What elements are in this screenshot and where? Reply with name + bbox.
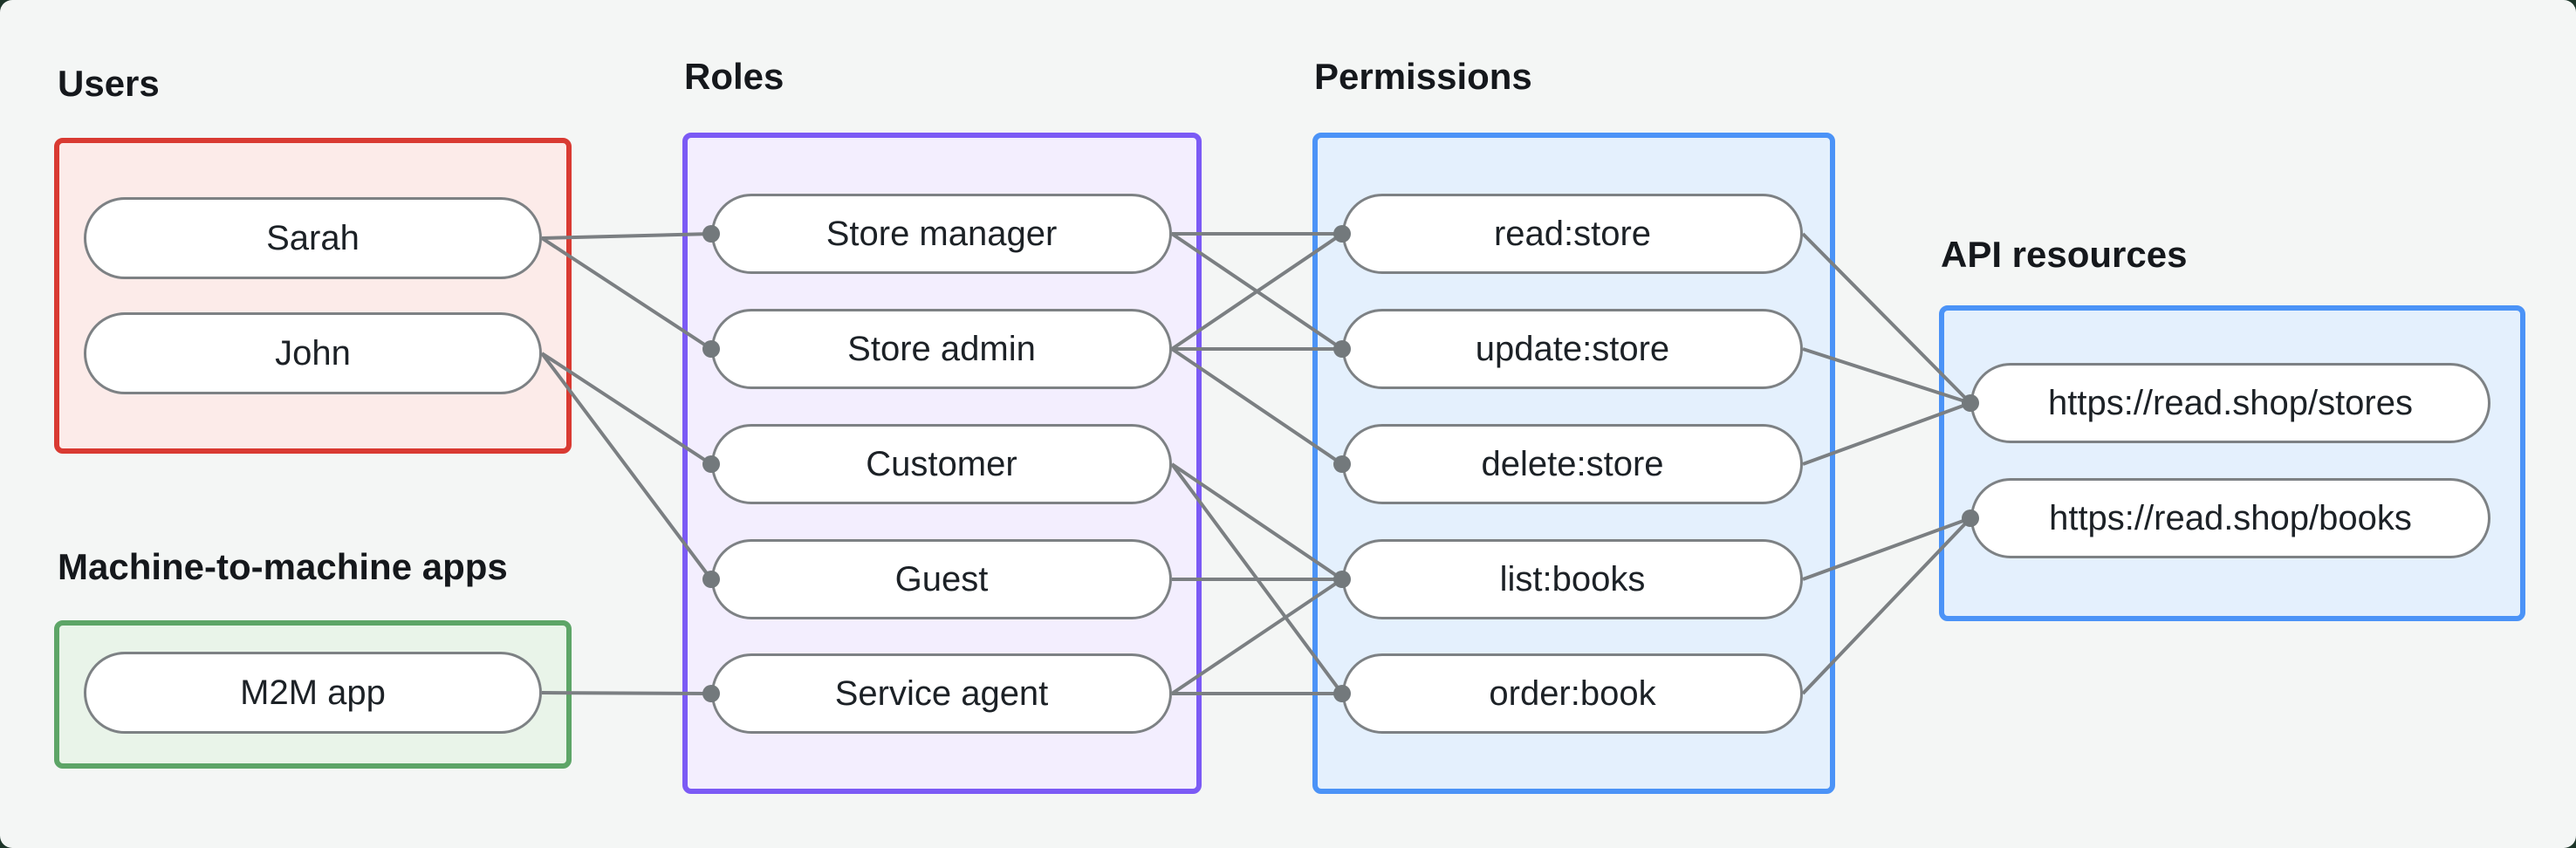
node-read-store: read:store [1342,194,1803,274]
node-label-guest: Guest [894,559,989,598]
group-label-users: Users [58,63,160,104]
node-books-api: https://read.shop/books [1970,478,2490,558]
node-service-agent: Service agent [711,653,1172,734]
node-label-john: John [275,333,351,373]
node-label-update-store: update:store [1475,329,1670,368]
node-label-service-agent: Service agent [834,674,1049,713]
node-update-store: update:store [1342,309,1803,389]
group-label-m2m: Machine-to-machine apps [58,546,508,587]
node-john: John [84,312,542,394]
node-stores-api: https://read.shop/stores [1970,363,2490,443]
node-customer: Customer [711,424,1172,504]
node-label-store-admin: Store admin [847,329,1036,368]
node-label-order-book: order:book [1489,674,1656,713]
group-label-roles: Roles [684,56,784,97]
node-label-m2m-app: M2M app [240,673,386,712]
group-label-permissions: Permissions [1314,56,1532,97]
node-guest: Guest [711,539,1172,619]
node-label-sarah: Sarah [266,218,360,257]
node-label-list-books: list:books [1499,559,1646,598]
node-label-store-manager: Store manager [826,214,1058,253]
node-label-read-store: read:store [1493,214,1652,253]
node-sarah: Sarah [84,197,542,279]
node-store-admin: Store admin [711,309,1172,389]
node-label-stores-api: https://read.shop/stores [2047,383,2413,422]
node-m2m-app: M2M app [84,652,542,734]
node-label-delete-store: delete:store [1481,444,1664,483]
node-list-books: list:books [1342,539,1803,619]
node-order-book: order:book [1342,653,1803,734]
node-label-books-api: https://read.shop/books [2049,498,2412,537]
node-label-customer: Customer [866,444,1017,483]
group-box-api-resources [1939,305,2525,621]
node-store-manager: Store manager [711,194,1172,274]
node-delete-store: delete:store [1342,424,1803,504]
group-box-users [54,138,572,454]
group-label-api-resources: API resources [1941,234,2188,275]
